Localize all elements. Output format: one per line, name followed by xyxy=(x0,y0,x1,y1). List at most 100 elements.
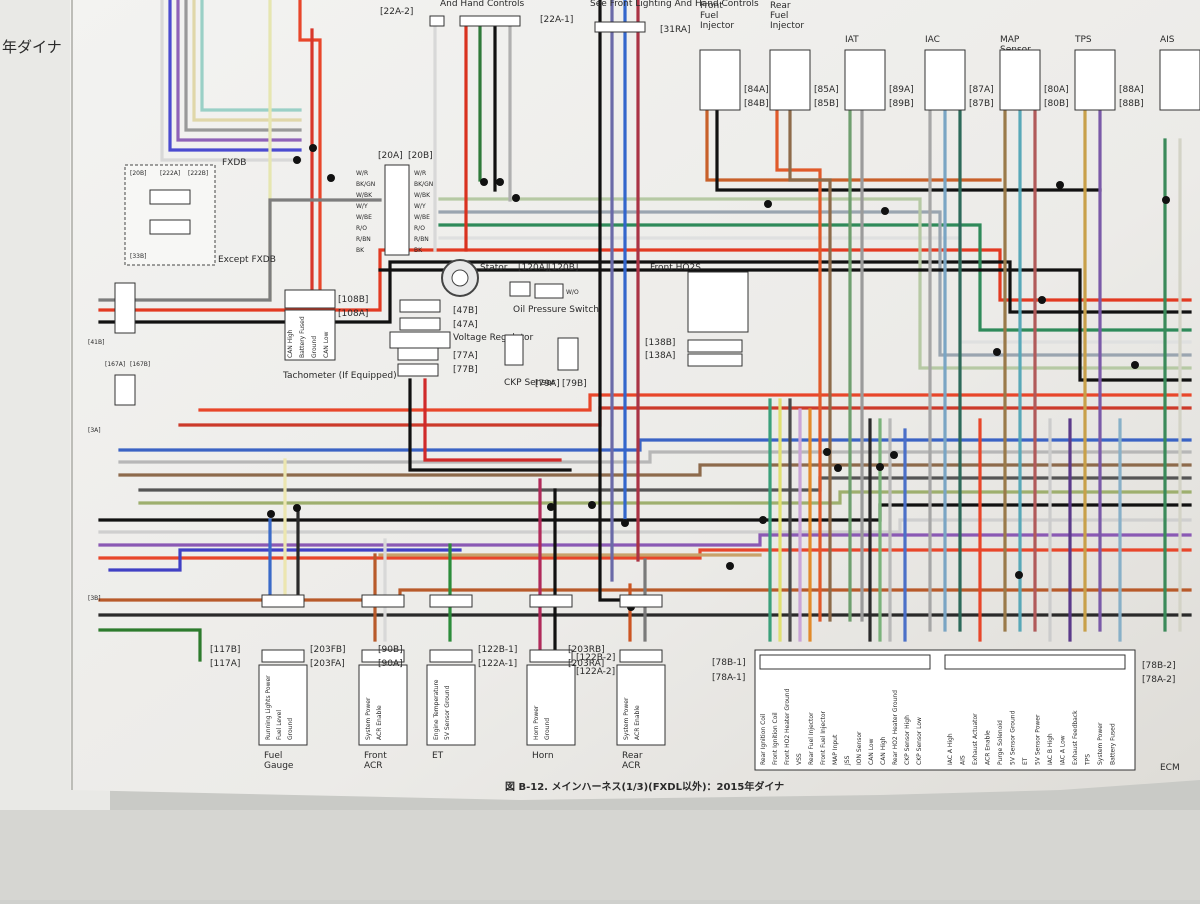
vr-ref-77b: [77B] xyxy=(453,365,478,375)
ecm-ref-a1: [78A-1] xyxy=(712,673,745,683)
conn20-wire-right: W/BE xyxy=(414,214,430,221)
left-refs: [41B] [167A] [167B] [3A] [3B] xyxy=(88,282,150,602)
ref-22a2: [22A-2] xyxy=(380,7,413,17)
sensor-ref-b: [85B] xyxy=(814,99,839,109)
ckp-ref-b: [79B] xyxy=(562,379,587,389)
conn20-wire-left: W/Y xyxy=(356,203,368,210)
conn20-wire-left: W/BK xyxy=(356,192,373,199)
component-pin-label: 5V Sensor Ground xyxy=(444,685,451,740)
tach-pin-label: CAN High xyxy=(287,329,294,358)
left-ref-3b: [3B] xyxy=(88,595,101,602)
tach-ref-b: [108B] xyxy=(338,295,368,305)
oil-pressure-switch: [120A] [120B] W/O Oil Pressure Switch xyxy=(509,263,599,315)
ecm-pin-right: AIS xyxy=(960,755,967,765)
ecm-pin-left: ION Sensor xyxy=(856,731,863,765)
sensor-ref-a: [88A] xyxy=(1119,85,1144,95)
conn20-wire-left: BK xyxy=(356,247,365,254)
ho2s-ref-b: [138B] xyxy=(645,338,675,348)
ref-31ra: [31RA] xyxy=(660,25,691,35)
conn20-wire-left: BK/GN xyxy=(356,181,375,188)
sensor-ref-a: [87A] xyxy=(969,85,994,95)
ecm-ref-b1: [78B-1] xyxy=(712,658,746,668)
fxdb-ref-20b: [20B] xyxy=(130,170,146,177)
ecm-pin-right: TPS xyxy=(1085,754,1092,766)
ecm-pin-left: JSS xyxy=(844,755,851,766)
tach-ref-a: [108A] xyxy=(338,309,368,319)
fxdb-label: FXDB xyxy=(222,158,246,168)
component-ref-a: [203FA] xyxy=(310,659,345,669)
sensor-name: IAT xyxy=(845,35,859,45)
ho2s-name: Front HO2S xyxy=(650,263,701,273)
sensor-name: IAC xyxy=(925,35,940,45)
component-ref-b2: [122B-2] xyxy=(576,653,615,663)
component-pin-label: Ground xyxy=(544,718,551,740)
ecm-pin-right: 5V Sensor Power xyxy=(1035,714,1042,765)
voltage-regulator: [47B] [47A] Voltage Regulator [77A] [77B… xyxy=(389,299,533,377)
sensor-ref-a: [84A] xyxy=(744,85,769,95)
sensor-ref-b: [80B] xyxy=(1044,99,1069,109)
tach-pin-label: CAN Low xyxy=(323,331,330,358)
conn20-wire-right: W/BK xyxy=(414,192,431,199)
left-ref-41b: [41B] xyxy=(88,339,104,346)
ecm-pin-right: Battery Fused xyxy=(1110,723,1117,765)
ecm-pin-left: Front HO2 Heater Ground xyxy=(784,688,791,765)
left-ref-3a: [3A] xyxy=(88,427,101,434)
conn20-ref-a: [20A] xyxy=(378,151,403,161)
front-ho2s: Front HO2S [138B] [138A] xyxy=(645,263,749,367)
sensor-3: IAC [87A] [87B] xyxy=(924,35,994,111)
sensor-ref-b: [84B] xyxy=(744,99,769,109)
component-ref-a: [117A] xyxy=(210,659,240,669)
ecm-pin-left: Rear Fuel Injector xyxy=(808,712,815,765)
vr-ref-47a: [47A] xyxy=(453,320,478,330)
sensor-ref-b: [89B] xyxy=(889,99,914,109)
sensor-ref-a: [85A] xyxy=(814,85,839,95)
left-ref-167a: [167A] xyxy=(105,361,125,368)
ecm-pin-right: IAC B High xyxy=(1047,733,1054,765)
ecm-pin-right: Exhaust Feedback xyxy=(1072,710,1079,765)
ecm-pin-right: ET xyxy=(1022,757,1029,765)
tach-pin-label: Battery Fused xyxy=(299,316,306,358)
component-pin-label: System Power xyxy=(623,697,630,740)
top-refs: And Hand Controls [22A-2] [22A-1] See Fr… xyxy=(380,0,759,35)
hand-controls-label: And Hand Controls xyxy=(440,0,525,9)
ckp-ref-a: [79A] xyxy=(535,379,560,389)
sensor-5: TPS[88A][88B] xyxy=(1074,35,1144,111)
left-page-heading: 年ダイナ xyxy=(2,38,62,56)
conn20-wire-left: W/BE xyxy=(356,214,372,221)
conn20-wire-right: BK xyxy=(414,247,423,254)
fxdb-except: Except FXDB xyxy=(218,255,276,265)
splice-dots xyxy=(267,144,1170,611)
component-ref-b: [117B] xyxy=(210,645,240,655)
conn20-wire-left: R/O xyxy=(356,225,367,232)
sensor-name: TPS xyxy=(1074,35,1092,45)
fxdb-ref-222b: [222B] xyxy=(188,170,208,177)
conn20-wire-right: R/BN xyxy=(414,236,429,243)
bottom-component-3: [122B-1][122A-1][122B-2][122A-2]Horn Pow… xyxy=(478,594,615,761)
ho2s-ref-a: [138A] xyxy=(645,351,675,361)
component-pin-label: Ground xyxy=(287,718,294,740)
ecm-pin-right: Exhaust Actuator xyxy=(972,713,979,765)
conn20-wire-left: W/R xyxy=(356,170,368,177)
conn20-ref-b: [20B] xyxy=(408,151,433,161)
stator: Stator xyxy=(441,259,508,297)
component-ref-a: [203RA] xyxy=(568,659,604,669)
vr-ref-77a: [77A] xyxy=(453,351,478,361)
sensor-6: AIS xyxy=(1159,35,1200,111)
component-pin-label: System Power xyxy=(365,697,372,740)
ecm-pin-left: Rear Ignition Coil xyxy=(760,713,767,765)
component-pin-label: ACR Enable xyxy=(376,705,383,740)
ckp-sensor: CKP Sensor [79A] [79B] xyxy=(504,334,587,389)
sensor-ref-b: [87B] xyxy=(969,99,994,109)
ecm-pin-right: 5V Sensor Ground xyxy=(1010,710,1017,765)
